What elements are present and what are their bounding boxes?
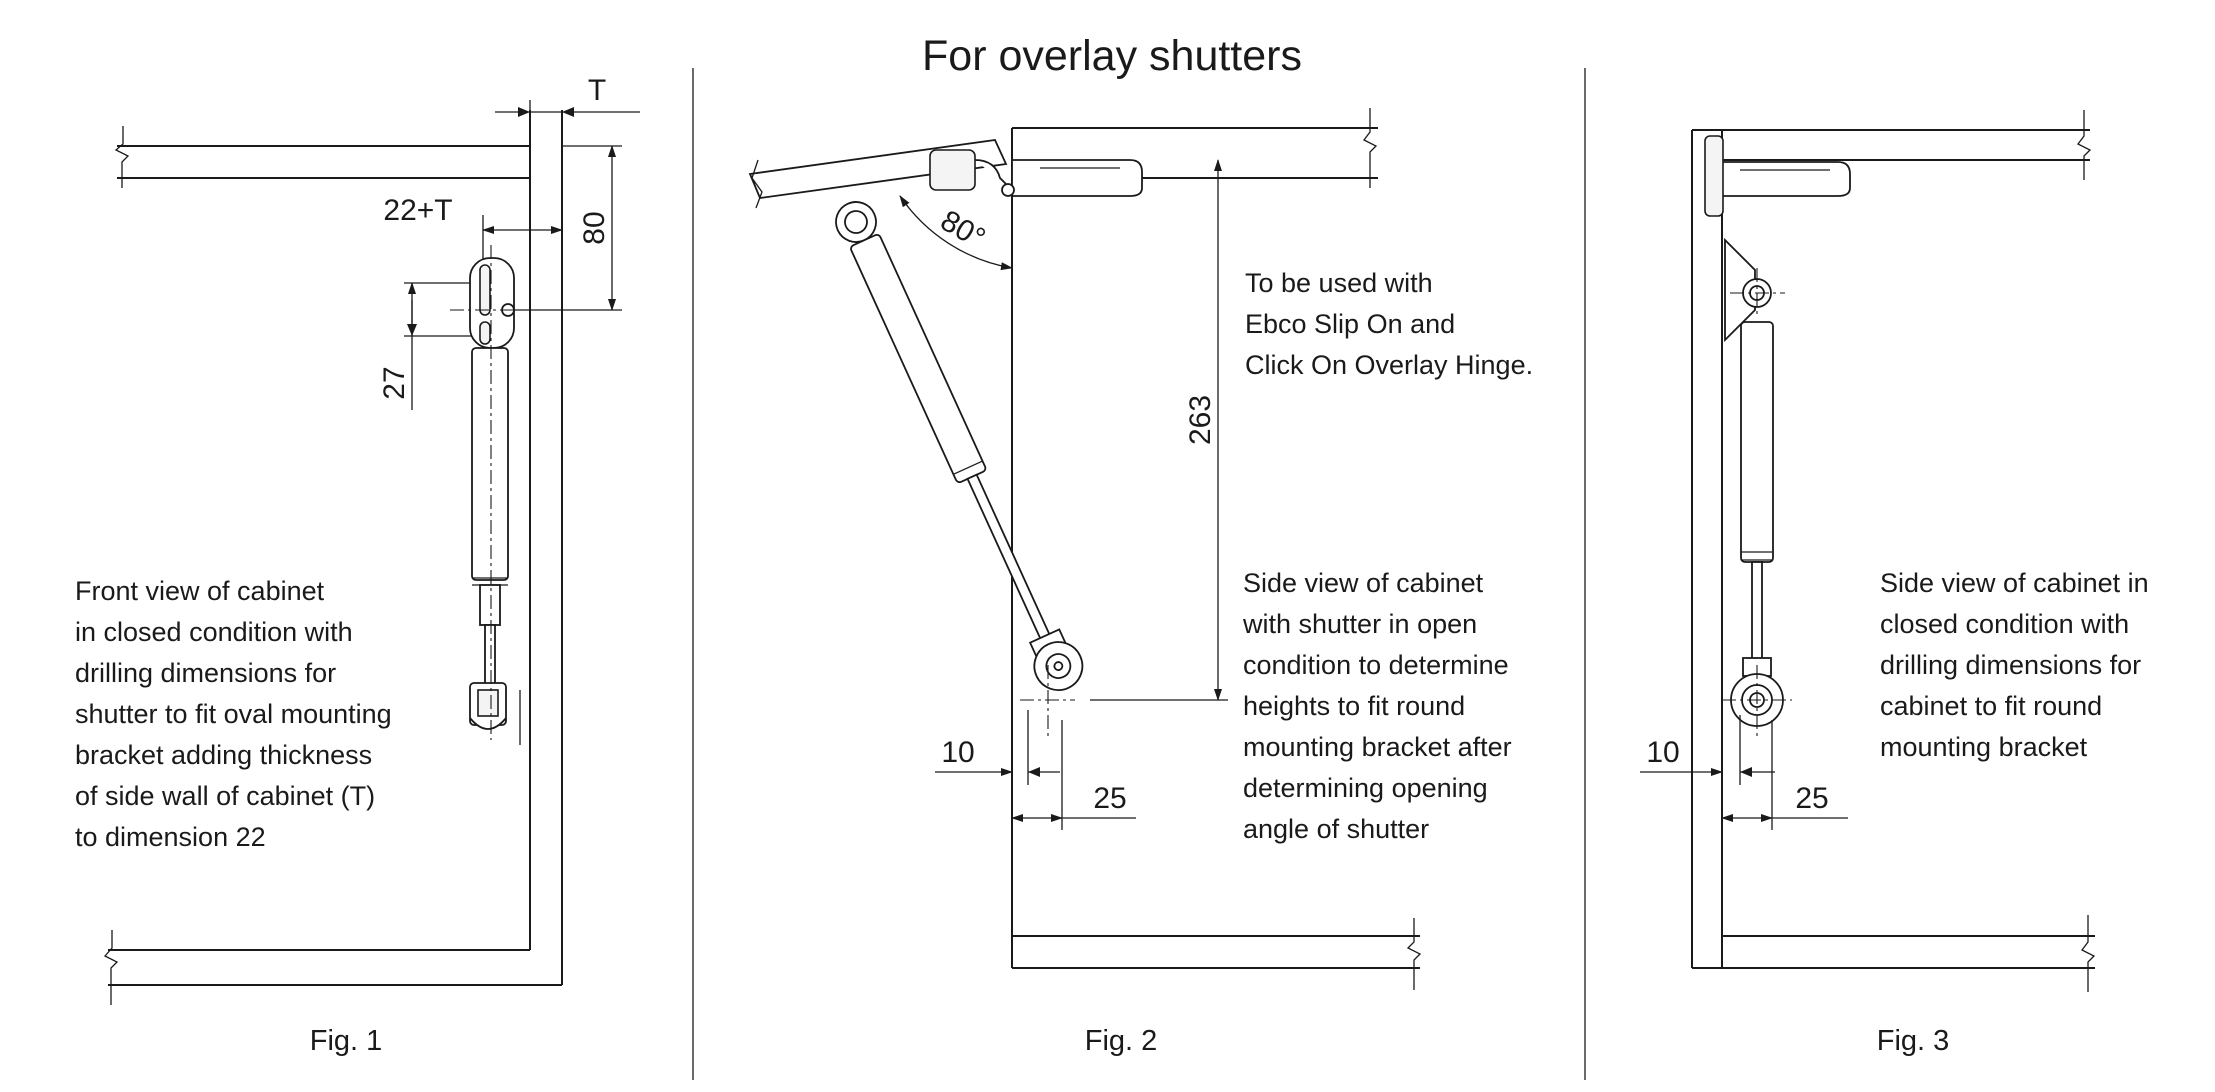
figure-3: 10 25 Side view of cabinet in closed con…	[1640, 110, 2156, 1057]
fig1-cabinet	[103, 110, 563, 1005]
fig1-description-line: Front view of cabinet	[75, 576, 325, 606]
fig2-description-line: angle of shutter	[1243, 814, 1429, 844]
fig2-description-line: with shutter in open	[1242, 609, 1477, 639]
fig2-dim-10: 10	[935, 710, 1060, 785]
fig3-gas-strut	[1722, 237, 1792, 740]
fig2-label-263: 263	[1184, 395, 1217, 445]
fig1-label-27: 27	[378, 366, 411, 399]
fig3-description-line: drilling dimensions for	[1880, 650, 2141, 680]
fig1-label-80: 80	[578, 211, 611, 244]
fig2-note: To be used with Ebco Slip On and Click O…	[1245, 268, 1533, 380]
fig2-label-angle: 80°	[935, 204, 991, 255]
fig1-description-line: of side wall of cabinet (T)	[75, 781, 375, 811]
fig2-label-10: 10	[941, 736, 974, 769]
fig1-label-t: T	[588, 74, 606, 107]
fig3-description-line: Side view of cabinet in	[1880, 568, 2149, 598]
fig1-dim-thickness: T	[495, 74, 640, 117]
page-title: For overlay shutters	[922, 32, 1302, 80]
fig3-label-10: 10	[1646, 736, 1679, 769]
fig3-dim-10: 10	[1640, 715, 1775, 785]
fig3-label-25: 25	[1795, 782, 1828, 815]
fig3-hinge	[1704, 135, 1851, 217]
fig3-caption: Fig. 3	[1877, 1025, 1950, 1057]
fig2-description-line: determining opening	[1243, 773, 1488, 803]
fig1-description-line: drilling dimensions for	[75, 658, 336, 688]
fig2-cabinet	[1011, 108, 1422, 990]
fig1-dim-80: 80	[500, 145, 622, 311]
fig3-description-line: closed condition with	[1880, 609, 2129, 639]
fig1-description-line: to dimension 22	[75, 822, 266, 852]
fig1-description-line: bracket adding thickness	[75, 740, 372, 770]
fig2-description: Side view of cabinet with shutter in ope…	[1242, 568, 1519, 844]
fig3-description-line: cabinet to fit round	[1880, 691, 2102, 721]
figure-2: 80° 263 10	[748, 108, 1533, 1057]
fig2-note-line: Click On Overlay Hinge.	[1245, 350, 1533, 380]
fig1-dim-27: 27	[378, 282, 478, 410]
fig2-description-line: Side view of cabinet	[1243, 568, 1484, 598]
fig2-label-25: 25	[1093, 782, 1126, 815]
fig2-angle: 80°	[899, 195, 1013, 271]
fig2-caption: Fig. 2	[1085, 1025, 1158, 1057]
fig2-description-line: condition to determine	[1243, 650, 1509, 680]
fig1-description-line: shutter to fit oval mounting	[75, 699, 392, 729]
fig1-description-line: in closed condition with	[75, 617, 353, 647]
fig2-hinge	[929, 149, 1143, 197]
fig2-note-line: To be used with	[1245, 268, 1433, 298]
fig2-gas-strut	[835, 201, 1084, 691]
fig2-description-line: heights to fit round	[1243, 691, 1465, 721]
fig1-dim-22t: 22+T	[383, 194, 563, 262]
fig2-dim-25: 25	[1011, 720, 1136, 830]
fig3-dim-25: 25	[1721, 720, 1848, 830]
fig3-description: Side view of cabinet in closed condition…	[1880, 568, 2156, 762]
fig1-label-22t: 22+T	[383, 194, 452, 227]
fig3-description-line: mounting bracket	[1880, 732, 2088, 762]
fig1-gas-strut	[450, 245, 530, 745]
fig2-description-line: mounting bracket after	[1243, 732, 1512, 762]
fig1-description: Front view of cabinet in closed conditio…	[75, 576, 399, 852]
fig1-caption: Fig. 1	[310, 1025, 383, 1057]
figure-1: T 80 22+T 27	[75, 74, 640, 1057]
fig2-dim-263: 263	[1090, 159, 1228, 701]
fig3-cabinet	[1691, 110, 2096, 992]
fig2-note-line: Ebco Slip On and	[1245, 309, 1455, 339]
fig2-bracket-center	[1020, 665, 1075, 740]
